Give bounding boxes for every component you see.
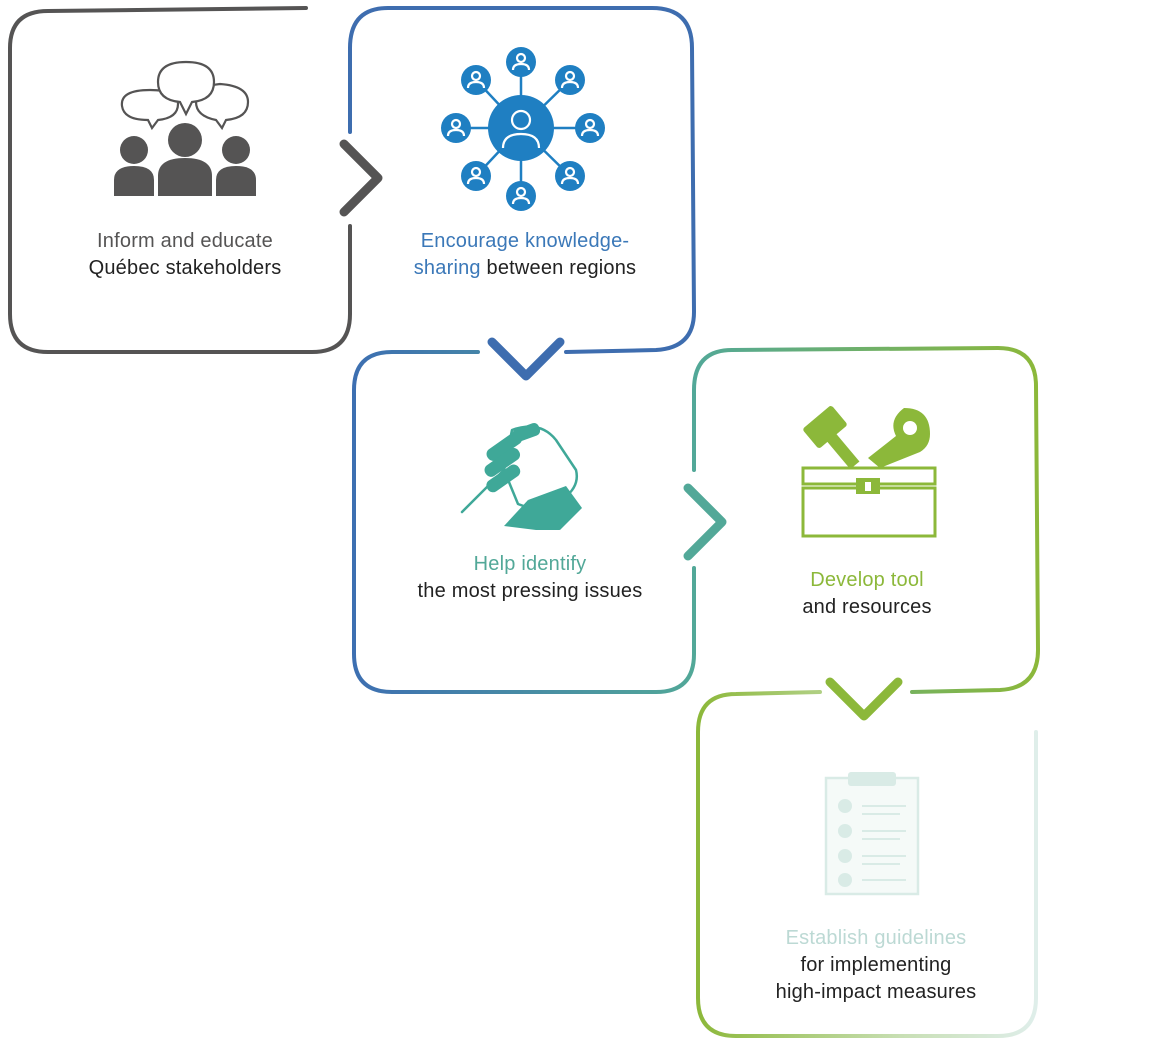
caption-encourage-line2: sharing between regions bbox=[360, 255, 690, 282]
caption-inform: Inform and educate Québec stakeholders bbox=[20, 228, 350, 282]
box-establish bbox=[696, 690, 1038, 1038]
arrow-down-1 bbox=[487, 337, 565, 381]
arrow-right-1 bbox=[339, 139, 383, 217]
network-person-glyphs bbox=[446, 52, 600, 205]
toolbox-icon bbox=[801, 406, 937, 538]
caption-establish: Establish guidelines for implementing hi… bbox=[708, 925, 1044, 1006]
caption-encourage-line1: Encourage knowledge- bbox=[420, 230, 630, 252]
people-speech-icon bbox=[114, 60, 256, 196]
caption-establish-line2: for implementing bbox=[800, 954, 952, 976]
box-develop bbox=[692, 345, 1041, 694]
caption-develop-line1: Develop tool bbox=[810, 569, 924, 591]
caption-develop-line2: and resources bbox=[802, 596, 932, 618]
caption-identify-line1: Help identify bbox=[473, 553, 587, 575]
caption-identify: Help identify the most pressing issues bbox=[362, 551, 698, 605]
caption-encourage: Encourage knowledge- sharing between reg… bbox=[360, 228, 690, 282]
caption-identify-line2: the most pressing issues bbox=[417, 580, 643, 602]
arrow-right-2 bbox=[683, 483, 727, 561]
caption-establish-line1: Establish guidelines bbox=[785, 927, 967, 949]
clipboard-checklist-icon bbox=[824, 772, 920, 896]
caption-establish-line3: high-impact measures bbox=[775, 981, 977, 1003]
caption-encourage-highlight: sharing bbox=[413, 257, 481, 279]
caption-encourage-rest: between regions bbox=[480, 257, 637, 279]
caption-inform-line2: Québec stakeholders bbox=[88, 257, 282, 279]
box-encourage bbox=[348, 6, 697, 354]
arrow-down-2 bbox=[825, 677, 903, 721]
hand-pencil-icon bbox=[460, 422, 582, 530]
caption-develop: Develop tool and resources bbox=[700, 567, 1034, 621]
caption-inform-line1: Inform and educate bbox=[97, 230, 273, 252]
